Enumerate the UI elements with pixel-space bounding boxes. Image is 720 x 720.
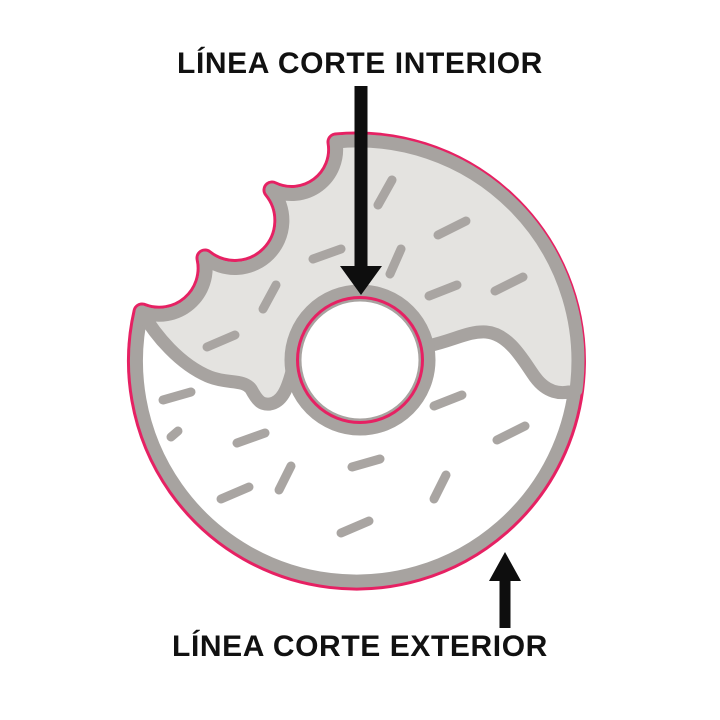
sprinkle (232, 428, 270, 448)
sprinkle (492, 421, 530, 445)
sprinkle (433, 216, 471, 240)
interior-cut-label: LÍNEA CORTE INTERIOR (177, 47, 543, 80)
interior-cut-line (296, 296, 424, 424)
sprinkle (429, 470, 451, 504)
sprinkle (347, 454, 385, 472)
down-arrow-icon (340, 86, 382, 295)
sprinkle (424, 280, 462, 301)
sprinkle (336, 516, 374, 538)
up-arrow-icon (489, 552, 521, 628)
sprinkle (429, 390, 467, 411)
sprinkle (308, 244, 346, 264)
sprinkle (216, 482, 254, 504)
base-sprinkles (158, 387, 530, 538)
hole-ring (284, 284, 436, 436)
sprinkle (158, 387, 196, 405)
sprinkle (202, 330, 240, 352)
sprinkle (490, 272, 528, 296)
sprinkle (274, 461, 296, 495)
icing-sprinkles (202, 175, 528, 352)
sprinkle (166, 426, 183, 442)
sprinkle (373, 175, 397, 210)
sprinkle (258, 280, 281, 314)
exterior-cut-label: LÍNEA CORTE EXTERIOR (172, 630, 548, 663)
sprinkle (385, 244, 406, 279)
